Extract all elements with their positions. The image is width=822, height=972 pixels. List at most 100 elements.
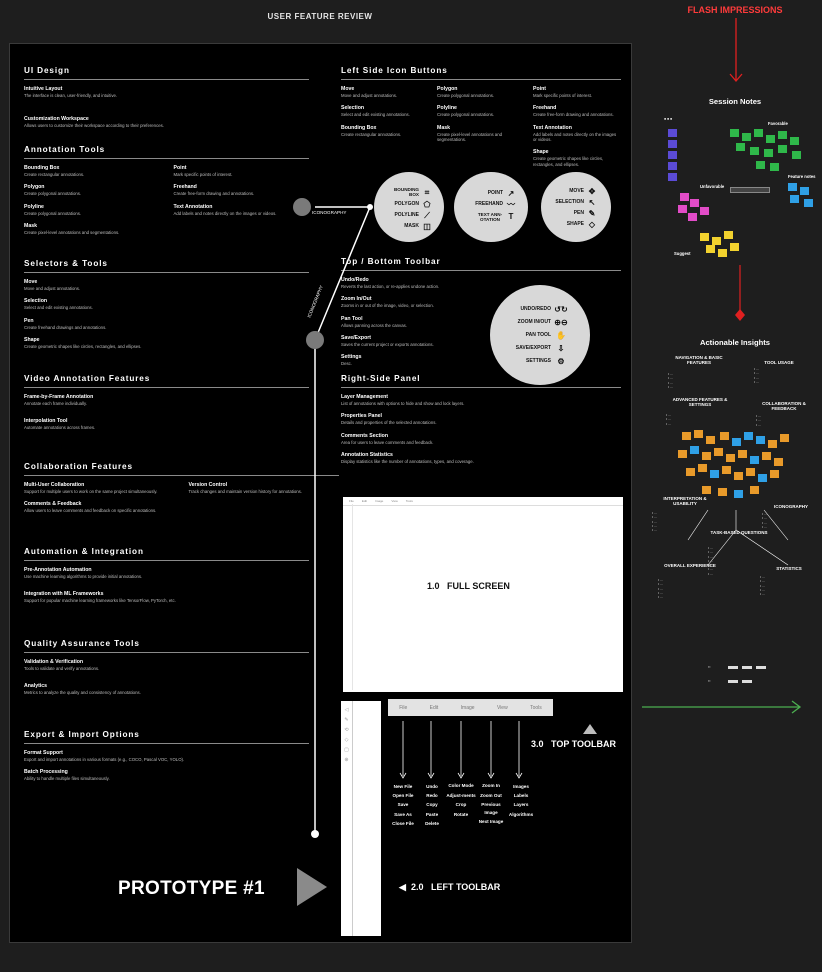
selector-icons-circle: MOVE✥ SELECTION↖ PEN✎ SHAPE◇ [541,172,611,242]
section-title: Video Annotation Features [24,374,309,388]
move-icon: ✥ [588,186,596,196]
insight-heading: ICONOGRAPHY [773,504,808,509]
annotation-icons-circle: BOUNDING BOX⌗ POLYGON⬠ POLYLINE⟋ MASK◫ [374,172,444,242]
flash-impressions-sidebar: Session Notes ■ ■ ■ Favorable Unfavorabl… [648,0,822,972]
section-title: Export & Import Options [24,730,309,744]
prototype-play-icon [297,868,327,906]
left-toolbar-frame: ◁✎⟲◇▢⊕ [341,701,381,936]
flash-impressions-title: FLASH IMPRESSIONS [687,5,783,15]
favorable-label: Favorable [768,121,788,126]
unfavorable-label: Unfavorable [700,184,725,189]
insight-text: • ...• ...• ...• ...• ...• ...• ... [708,546,713,576]
iconography-label: ICONOGRAPHY [312,210,347,215]
insight-heading: INTERPRETATION & USABILITY [663,496,707,507]
section-title: Automation & Integration [24,547,309,561]
session-notes-title: Session Notes [708,97,762,106]
section-title: UI Design [24,66,309,80]
insight-text: • ...• ...• ... [666,413,671,426]
settings-icon: ⚙ [557,356,565,366]
top-toolbar-label: 3.0 TOP TOOLBAR [531,739,617,749]
prototype-title: PROTOTYPE #1 [118,878,265,899]
menu-tools[interactable]: Tools [530,704,542,711]
mask-icon: ◫ [423,221,431,231]
fullscreen-left-toolbar [343,504,353,690]
insight-sticky-cluster [662,430,812,510]
polygon-icon: ⬠ [423,199,431,209]
insight-heading: OVERALL EXPERIENCE [664,563,716,568]
page-title: USER FEATURE REVIEW [267,12,373,21]
toolbar-icons-circle: UNDO/REDO↺↻ ZOOM IN/OUT⊕⊖ PAN TOOL✋ SAVE… [490,285,590,385]
insight-connectors [687,509,789,566]
menu-edit[interactable]: Edit [429,704,439,711]
left-toolbar-icons: ◁✎⟲◇▢⊕ [341,701,353,936]
red-down-arrow [729,18,743,82]
left-toolbar-label: ◀ 2.0 LEFT TOOLBAR [399,882,501,892]
menu-view[interactable]: View [496,704,508,711]
insight-heading: ADVANCED FEATURES & SETTINGS [672,397,728,408]
insight-text: • ...• ...• ...• ...• ... [652,511,657,532]
section-title: Collaboration Features [24,462,339,476]
fullscreen-label: 1.0 FULL SCREEN [427,581,510,591]
section-title: Selectors & Tools [24,259,309,273]
top-toolbar-frame: File Edit Image View Tools [388,699,553,716]
collaboration-section: Collaboration Features Multi-User Collab… [24,462,339,521]
menu-image[interactable]: Image [460,704,475,711]
save-export-icon: ⇩ [557,343,565,353]
insight-text: • ...• ...• ... [756,414,761,427]
section-title: Right-Side Panel [341,374,621,388]
menu-arrows [399,721,597,779]
board-header-label: ■ ■ ■ [664,117,673,121]
insight-heading: TOOL USAGE [764,360,794,365]
insight-heading: STATISTICS [776,566,802,571]
selection-icon: ↖ [588,197,596,207]
legend-chips: ▪▪ ▪▪ [708,665,778,695]
actionable-insights-title: Actionable Insights [699,338,771,347]
menu-file[interactable]: File [399,704,408,711]
automation-section: Automation & Integration Pre-Annotation … [24,547,309,611]
insight-text: • ...• ...• ...• ...• ... [658,578,663,599]
video-annotation-section: Video Annotation Features Frame-by-Frame… [24,374,309,438]
shape-icon: ◇ [588,219,596,229]
text-icon: T [508,212,514,221]
insight-heading: NAVIGATION & BASIC FEATURES [675,355,723,366]
connector-lines [293,198,373,838]
